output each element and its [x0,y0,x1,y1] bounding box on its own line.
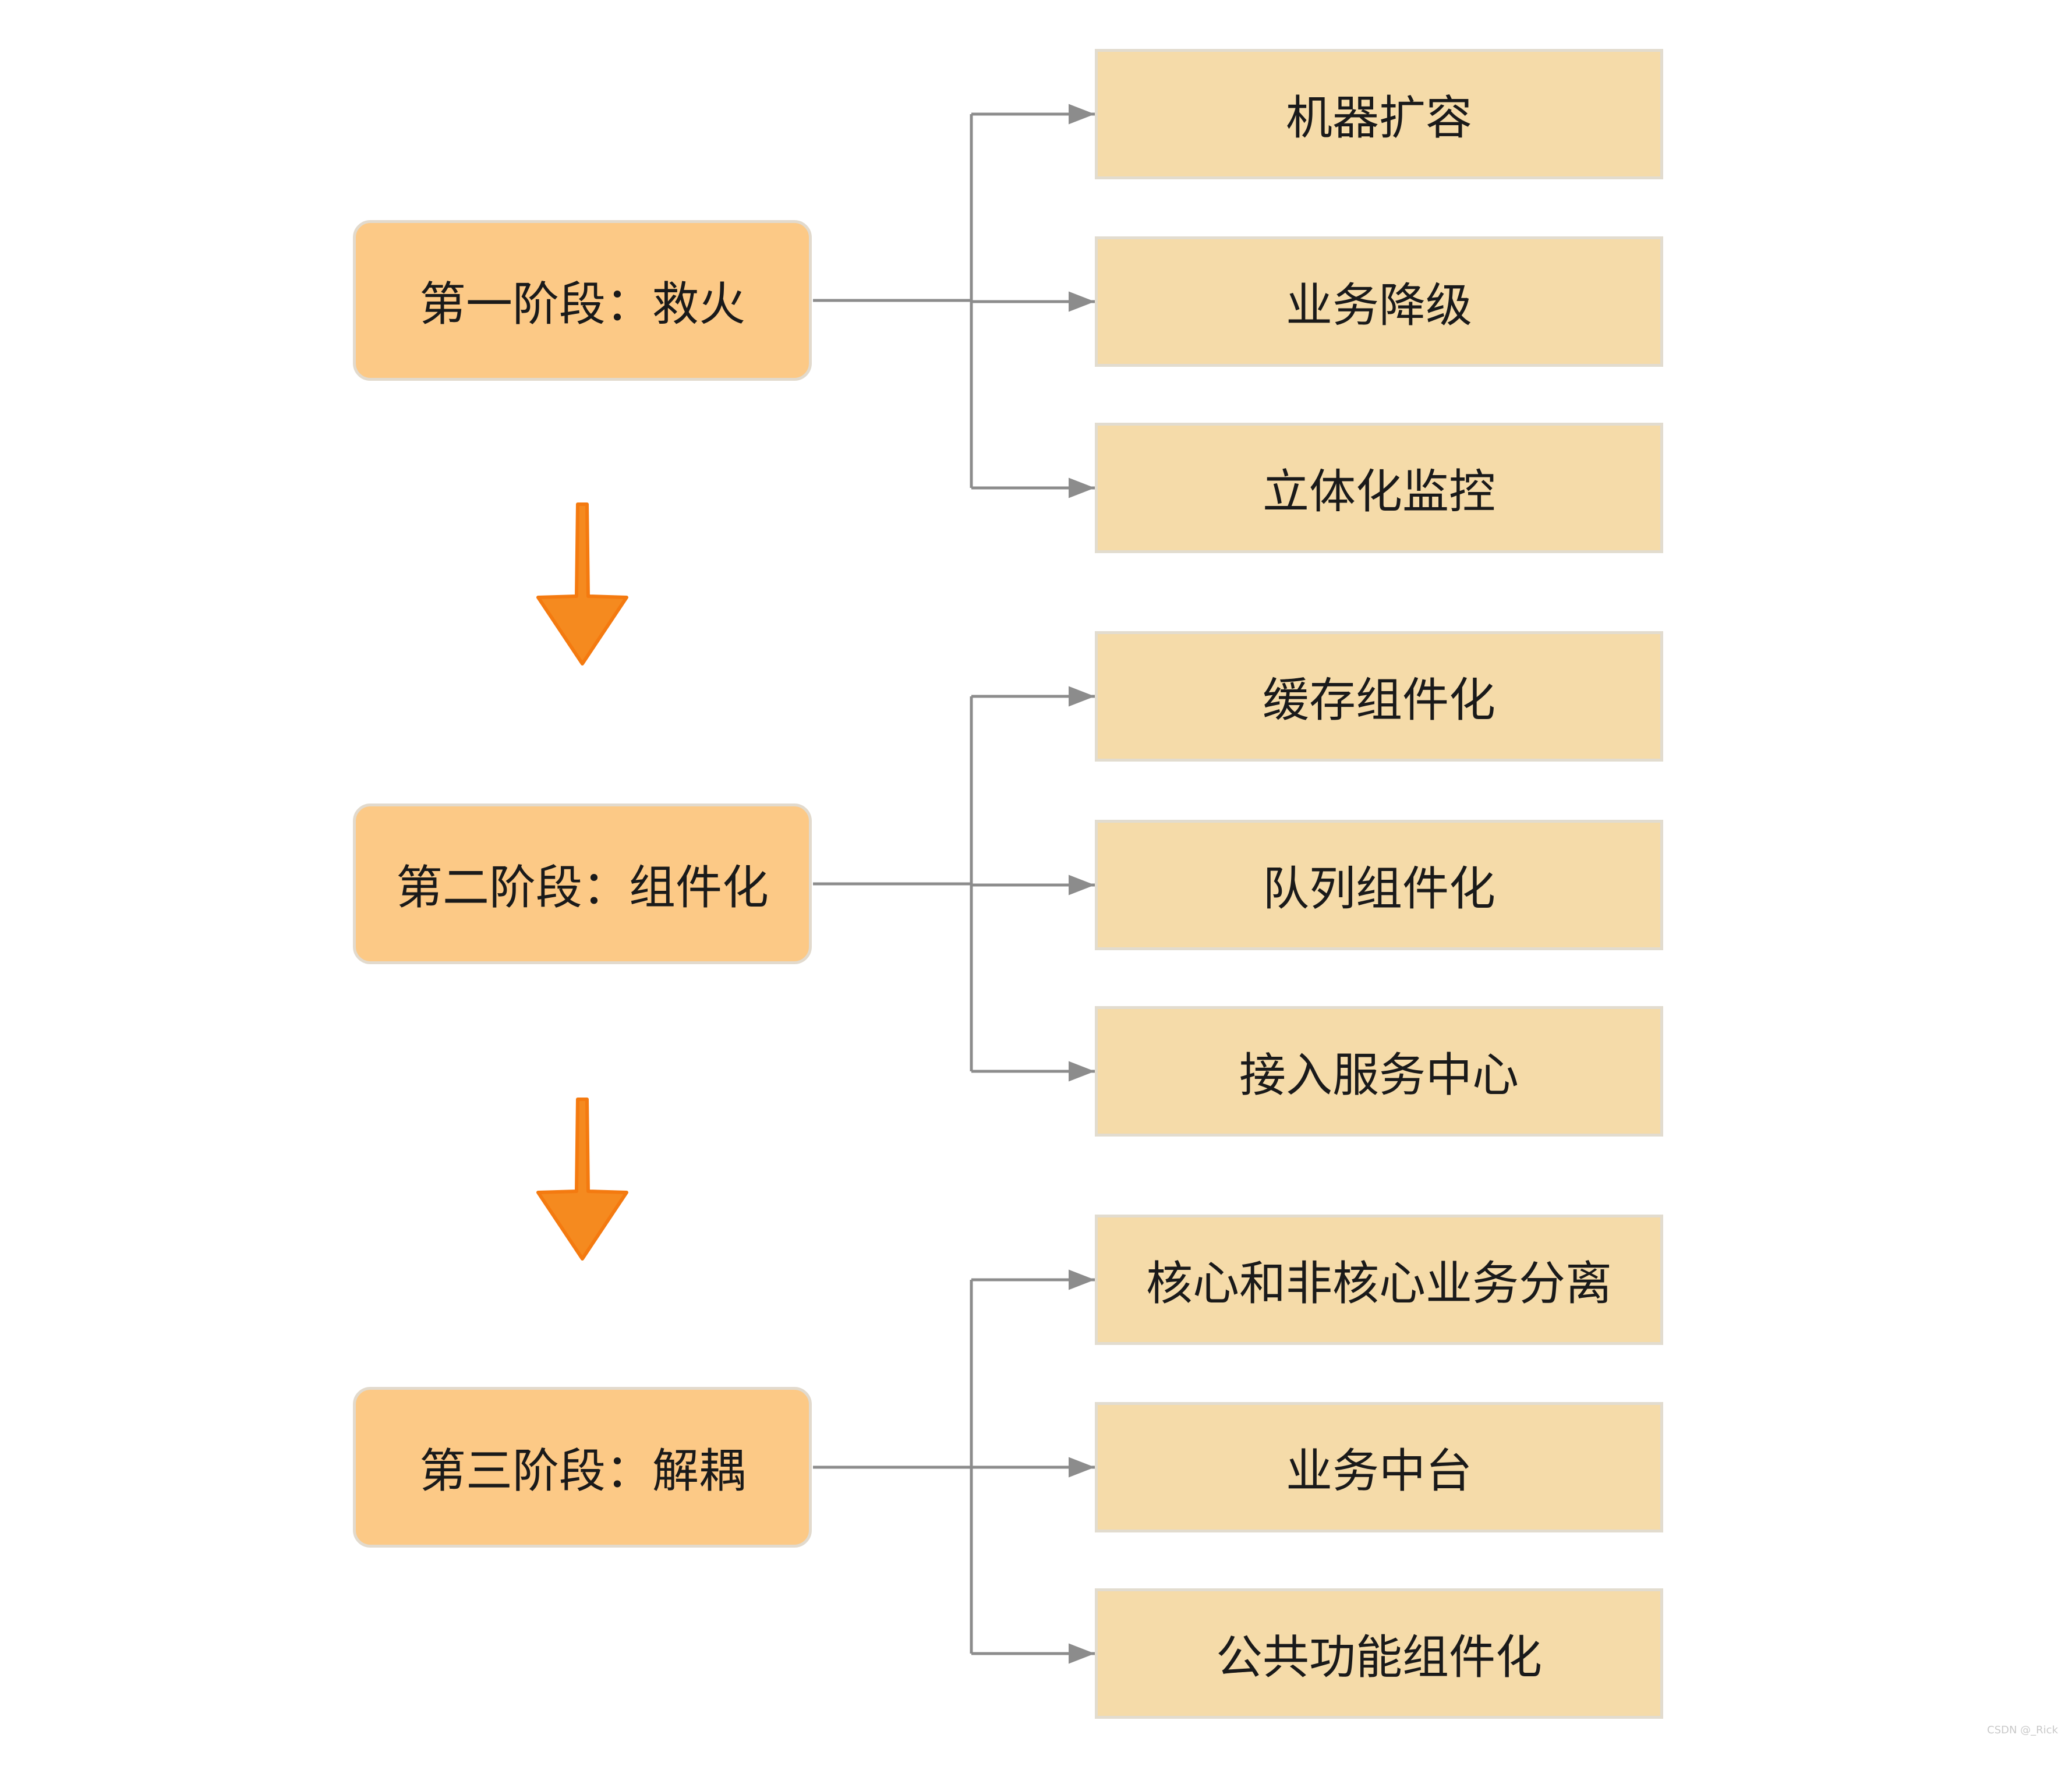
stage-2-item-3: 接入服务中心 [1095,1006,1663,1137]
connectors-stage-1 [813,104,1095,498]
item-label: 公共功能组件化 [1216,1630,1542,1684]
stage-3-item-2: 业务中台 [1095,1402,1663,1532]
stage-3-item-1: 核心和非核心业务分离 [1095,1215,1663,1345]
stage-1-item-1: 机器扩容 [1095,49,1663,179]
down-arrow-icon [536,1098,628,1261]
stage-3-label: 第三阶段：解耦 [419,1444,745,1498]
stage-1-box: 第一阶段：救火 [353,220,812,381]
stage-2-label: 第二阶段：组件化 [396,861,769,915]
stage-3-box: 第三阶段：解耦 [353,1387,812,1548]
stage-2-box: 第二阶段：组件化 [353,803,812,964]
item-label: 业务降级 [1286,278,1472,332]
stage-2-item-2: 队列组件化 [1095,820,1663,950]
item-label: 立体化监控 [1263,465,1495,519]
stage-1-item-2: 业务降级 [1095,236,1663,367]
stage-2-item-1: 缓存组件化 [1095,631,1663,762]
connectors-stage-2 [813,686,1095,1082]
stage-3-item-3: 公共功能组件化 [1095,1588,1663,1719]
item-label: 接入服务中心 [1239,1048,1519,1102]
watermark: CSDN @_Rick [1987,1724,2058,1736]
down-arrow-icon [536,502,628,666]
connectors-stage-3 [813,1269,1095,1664]
item-label: 缓存组件化 [1263,673,1495,727]
stage-1-label: 第一阶段：救火 [419,277,745,331]
item-label: 队列组件化 [1263,862,1495,916]
item-label: 核心和非核心业务分离 [1146,1256,1612,1311]
item-label: 机器扩容 [1286,91,1472,145]
stage-1-item-3: 立体化监控 [1095,423,1663,553]
item-label: 业务中台 [1286,1444,1472,1498]
